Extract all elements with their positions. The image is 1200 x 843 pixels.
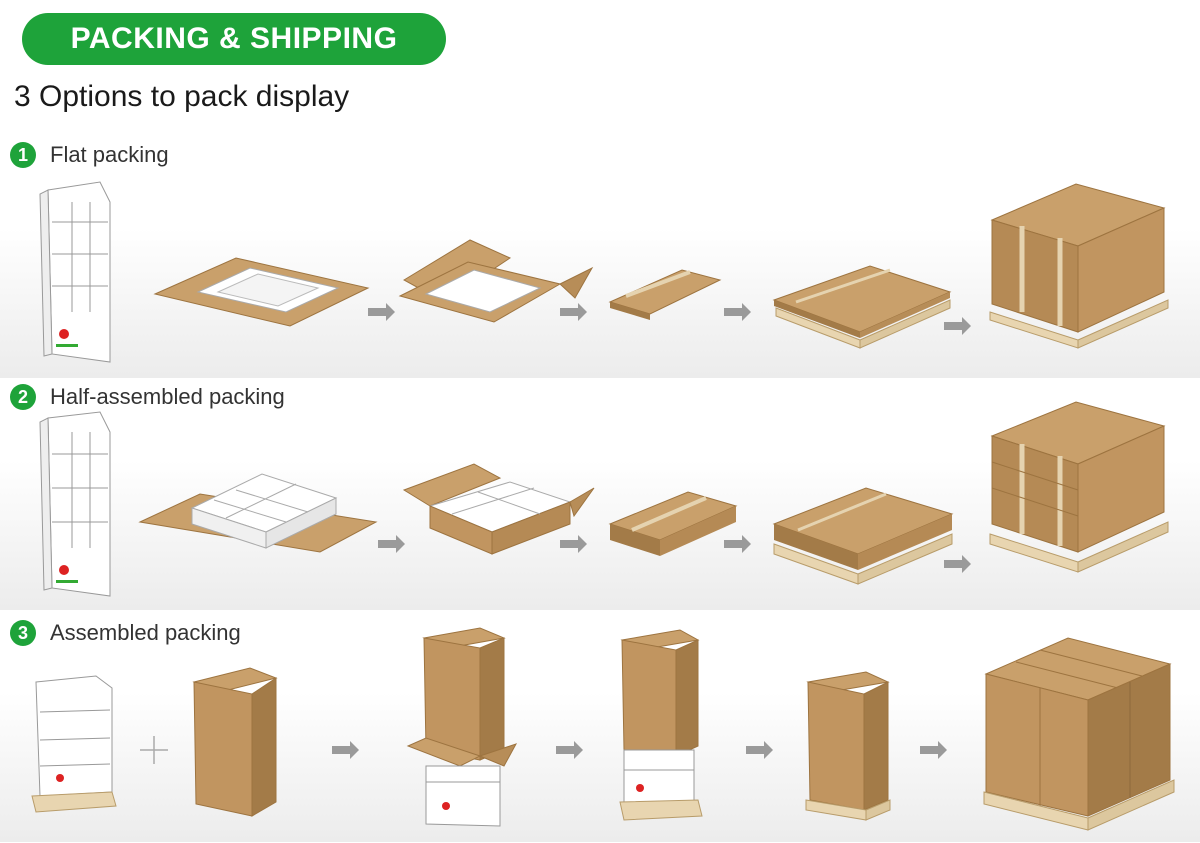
- option-row-flat: 1 Flat packing: [0, 142, 1200, 378]
- assembled-illustration: [31, 627, 1175, 831]
- carton-icon: [192, 667, 278, 817]
- option-row-assembled: 3 Assembled packing: [0, 620, 1200, 842]
- plus-icon: [140, 736, 168, 764]
- option-title: Flat packing: [50, 142, 169, 167]
- pallet-icon: [983, 637, 1175, 831]
- flat-packing-illustration: [39, 181, 1169, 363]
- flat-box-icon: [138, 473, 378, 553]
- option-label: 3 Assembled packing: [10, 620, 241, 646]
- pallet-icon: [772, 487, 954, 585]
- carton-icon: [608, 491, 738, 556]
- arrow-icon: [368, 303, 395, 321]
- flat-box-icon: [398, 239, 594, 323]
- half-assembled-illustration: [39, 401, 1169, 597]
- arrow-icon: [920, 741, 947, 759]
- option-title: Half-assembled packing: [50, 384, 285, 409]
- display-stand-icon: [39, 181, 111, 363]
- arrow-icon: [746, 741, 773, 759]
- display-stand-icon: [39, 411, 111, 597]
- option-number-badge: 2: [10, 384, 36, 410]
- carton-icon: [805, 671, 891, 821]
- display-stand-icon: [31, 675, 117, 813]
- carton-icon: [619, 629, 703, 821]
- arrow-icon: [556, 741, 583, 759]
- pallet-icon: [772, 265, 952, 349]
- arrow-icon: [332, 741, 359, 759]
- flat-box-icon: [153, 257, 370, 327]
- arrow-icon: [560, 535, 587, 553]
- option-number-badge: 1: [10, 142, 36, 168]
- carton-icon: [406, 627, 518, 827]
- arrow-icon: [944, 555, 971, 573]
- pallet-icon: [989, 401, 1169, 573]
- arrow-icon: [944, 317, 971, 335]
- arrow-icon: [724, 303, 751, 321]
- arrow-icon: [560, 303, 587, 321]
- section-banner: PACKING & SHIPPING: [22, 13, 446, 65]
- option-title: Assembled packing: [50, 620, 241, 645]
- page-subtitle: 3 Options to pack display: [14, 80, 350, 113]
- option-row-half-assembled: 2 Half-assembled packing: [0, 384, 1200, 610]
- option-label: 2 Half-assembled packing: [10, 384, 285, 410]
- option-number-badge: 3: [10, 620, 36, 646]
- carton-icon: [608, 269, 722, 320]
- arrow-icon: [378, 535, 405, 553]
- carton-icon: [402, 463, 595, 555]
- arrow-icon: [724, 535, 751, 553]
- option-label: 1 Flat packing: [10, 142, 169, 168]
- pallet-icon: [989, 183, 1169, 349]
